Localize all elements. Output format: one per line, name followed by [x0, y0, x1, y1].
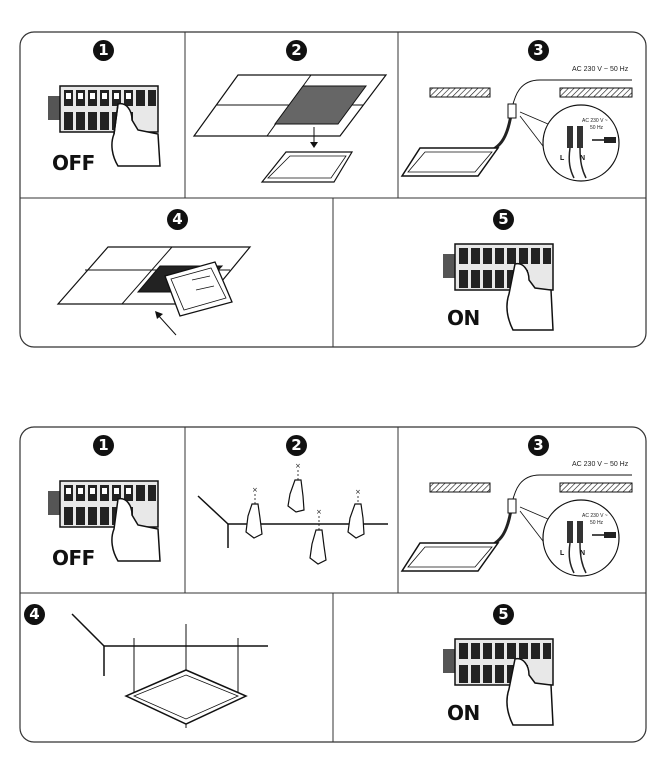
- step-number-4: 4: [24, 604, 45, 625]
- voltage-label: AC 230 V ~ 50 Hz: [572, 461, 629, 468]
- off-label: OFF: [52, 151, 95, 175]
- neutral-terminal-label: N: [580, 155, 586, 162]
- detail-voltage-label: AC 230 V ~: [582, 513, 608, 519]
- live-terminal-label: L: [560, 155, 565, 162]
- step-number-4: 4: [167, 209, 188, 230]
- detail-voltage-label: AC 230 V ~: [582, 118, 608, 124]
- detail-frequency-label: 50 Hz: [590, 125, 604, 131]
- svg-text:×: ×: [355, 488, 361, 496]
- live-terminal-label: L: [560, 550, 565, 557]
- step-number-2: 2: [286, 40, 307, 61]
- on-label: ON: [447, 701, 480, 725]
- svg-text:×: ×: [295, 462, 301, 470]
- step-number-3: 3: [528, 435, 549, 456]
- neutral-terminal-label: N: [580, 550, 586, 557]
- step-number-5: 5: [493, 604, 514, 625]
- detail-frequency-label: 50 Hz: [590, 520, 604, 526]
- voltage-label: AC 230 V ~ 50 Hz: [572, 66, 629, 73]
- step-number-3: 3: [528, 40, 549, 61]
- on-label: ON: [447, 306, 480, 330]
- step-number-1: 1: [93, 435, 114, 456]
- step-number-5: 5: [493, 209, 514, 230]
- svg-text:×: ×: [252, 486, 258, 494]
- off-label: OFF: [52, 546, 95, 570]
- svg-text:×: ×: [316, 508, 322, 516]
- step-number-1: 1: [93, 40, 114, 61]
- step-number-2: 2: [286, 435, 307, 456]
